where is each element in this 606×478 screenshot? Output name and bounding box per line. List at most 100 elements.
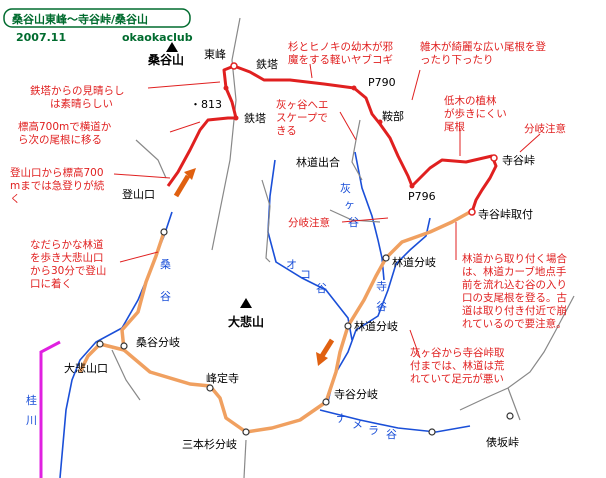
note-haigatani-escape: 灰ヶ谷へエ スケープで きる	[276, 98, 329, 137]
note-zoki-line-1: 雑木が綺麗な広い尾根を登	[420, 40, 546, 53]
place-higashimine: 東峰	[204, 48, 226, 61]
note-arete-line-1: 灰ヶ谷から寺谷峠取	[410, 346, 505, 359]
note-kyunobori: 登山口から標高700 mまでは急登りが続 く	[10, 166, 105, 205]
arrow-up-head-icon	[184, 168, 196, 180]
teratani-river	[327, 217, 431, 403]
note-nada-line-4: 口に着く	[30, 277, 72, 290]
point-teratani-toge-icon	[490, 154, 498, 162]
river-tera-1: 寺	[376, 280, 387, 293]
place-p796: P796	[408, 190, 436, 203]
ridge-route	[166, 64, 498, 213]
note-hyoko-line-1: 標高700mで横道か	[18, 120, 112, 133]
river-oko-1: オ	[286, 258, 297, 271]
boundary-line	[39, 340, 61, 478]
point-yakubu-icon	[377, 119, 383, 125]
river-haigatani-3: 谷	[348, 216, 359, 229]
peak-daihi-icon	[240, 298, 252, 308]
place-yakubu: 鞍部	[382, 109, 404, 123]
note-sugi-hinoki: 杉とヒノキの幼木が邪 魔をする軽いヤブコギ	[288, 40, 393, 66]
point-toritsuki-icon	[468, 208, 476, 216]
river-namera-4: 谷	[386, 428, 397, 441]
forest-road-route	[120, 210, 471, 434]
note-teiboku-line-1: 低木の植林	[444, 94, 497, 107]
place-teratani-bunki: 寺谷分岐	[334, 388, 378, 401]
note-nada-line-1: なだらかな林道	[30, 238, 104, 251]
gray-trail-escape	[351, 119, 363, 181]
gray-road-east	[459, 295, 575, 411]
point-sanbonsugi-icon	[242, 428, 250, 436]
peak-daihi-label: 大悲山	[228, 314, 264, 329]
point-rindo-bunki2-icon	[344, 322, 352, 330]
place-haisaka-toge: 俵坂峠	[486, 435, 519, 449]
note-sugi-line-1: 杉とヒノキの幼木が邪	[288, 40, 393, 53]
note-arete-line-2: 付までは、林道は荒	[410, 359, 505, 372]
oko-river	[267, 159, 353, 341]
point-kuwatani-bunki-icon	[120, 342, 128, 350]
note-arete-line-3: れていて足元が悪い	[410, 372, 504, 385]
river-namera-1: ナ	[336, 412, 347, 425]
title-frame	[3, 8, 191, 28]
point-namera-icon	[428, 428, 436, 436]
note-miharashi: 鉄塔からの見晴らし は素晴らしい	[30, 84, 125, 110]
note-escape-line-1: 灰ヶ谷へエ	[276, 98, 329, 111]
place-teratani-toge-toritsuki: 寺谷峠取付	[478, 207, 533, 221]
gray-road-south	[243, 439, 247, 478]
place-daihi-guchi: 大悲山口	[64, 361, 108, 375]
place-kuwatani-bunki: 桑谷分岐	[136, 336, 180, 349]
point-daihi-guchi-icon	[96, 340, 104, 348]
daihi-access-route	[78, 342, 125, 373]
river-oko-3: 谷	[316, 282, 327, 295]
river-oko-2: コ	[300, 268, 311, 281]
point-hojoji-icon	[206, 384, 214, 392]
river-tera-2: 谷	[376, 300, 387, 313]
river-namera-2: メ	[352, 418, 363, 431]
river-namera-3: ラ	[368, 424, 379, 437]
river-katsura-2: 川	[26, 414, 37, 427]
river-haigatani-2: ヶ	[344, 198, 355, 211]
note-toritsuki: 林道から取り付く場合 は、林道カーブ地点手 前を流れ込む谷の入り 口の支尾根を登…	[462, 252, 567, 330]
gray-trail-p796	[329, 209, 381, 223]
note-tori-line-4: 口の支尾根を登る。古	[462, 291, 567, 304]
note-tori-line-5: 道は取り付き付近で崩	[462, 304, 567, 317]
note-nada-line-2: を歩き大悲山口	[30, 251, 104, 264]
note-tori-line-6: れているので要注意。	[462, 317, 567, 330]
point-haisaka-icon	[506, 412, 514, 420]
note-nada-line-3: から30分で登山	[30, 264, 106, 277]
note-tori-line-3: 前を流れ込む谷の入り	[462, 278, 567, 291]
point-higashimine-icon	[230, 62, 238, 70]
note-teiboku-line-2: が歩きにくい	[444, 107, 507, 120]
note-teiboku-line-3: 尾根	[444, 120, 465, 133]
note-escape-line-3: きる	[276, 125, 297, 137]
place-teratani-toge: 寺谷峠	[502, 153, 535, 167]
point-tetto2-icon	[233, 115, 239, 121]
gray-road-north	[211, 17, 241, 251]
map-author: okaokaclub	[122, 31, 193, 44]
point-rindo-bunki1-icon	[382, 254, 390, 262]
note-kyu-line-2: mまでは急登りが続	[10, 179, 105, 192]
point-tetto1-icon	[223, 85, 229, 91]
arrow-down-head-icon	[316, 352, 328, 366]
namera-river	[319, 409, 471, 433]
place-p813: ・813	[190, 98, 222, 111]
place-rindo-bunki1: 林道分岐	[392, 255, 436, 269]
note-zoki-line-2: ったり下ったり	[420, 54, 494, 66]
arrow-up-icon	[173, 174, 191, 198]
point-tozanguchi-icon	[160, 228, 168, 236]
peak-kuwatani-icon	[166, 42, 178, 52]
note-leaders	[113, 63, 541, 359]
note-tori-line-2: は、林道カーブ地点手	[462, 265, 566, 278]
gray-trail-oko	[261, 179, 271, 263]
point-p796-icon	[409, 183, 415, 189]
place-tozanguchi: 登山口	[122, 187, 155, 201]
place-p790: P790	[368, 76, 396, 89]
map-title: 桑谷山東峰〜寺谷峠/桑谷山	[11, 12, 148, 26]
gray-trail-west	[135, 139, 167, 179]
river-haigatani-1: 灰	[340, 181, 351, 195]
note-sugi-line-2: 魔をする軽いヤブコギ	[288, 53, 393, 66]
note-escape-line-2: スケープで	[276, 112, 328, 124]
note-bunki-chui-2: 分岐注意	[288, 216, 330, 229]
note-nadaraka: なだらかな林道 を歩き大悲山口 から30分で登山 口に着く	[30, 238, 106, 290]
note-miharashi-line-2: は素晴らしい	[50, 97, 113, 110]
note-zoki: 雑木が綺麗な広い尾根を登 ったり下ったり	[420, 40, 546, 66]
